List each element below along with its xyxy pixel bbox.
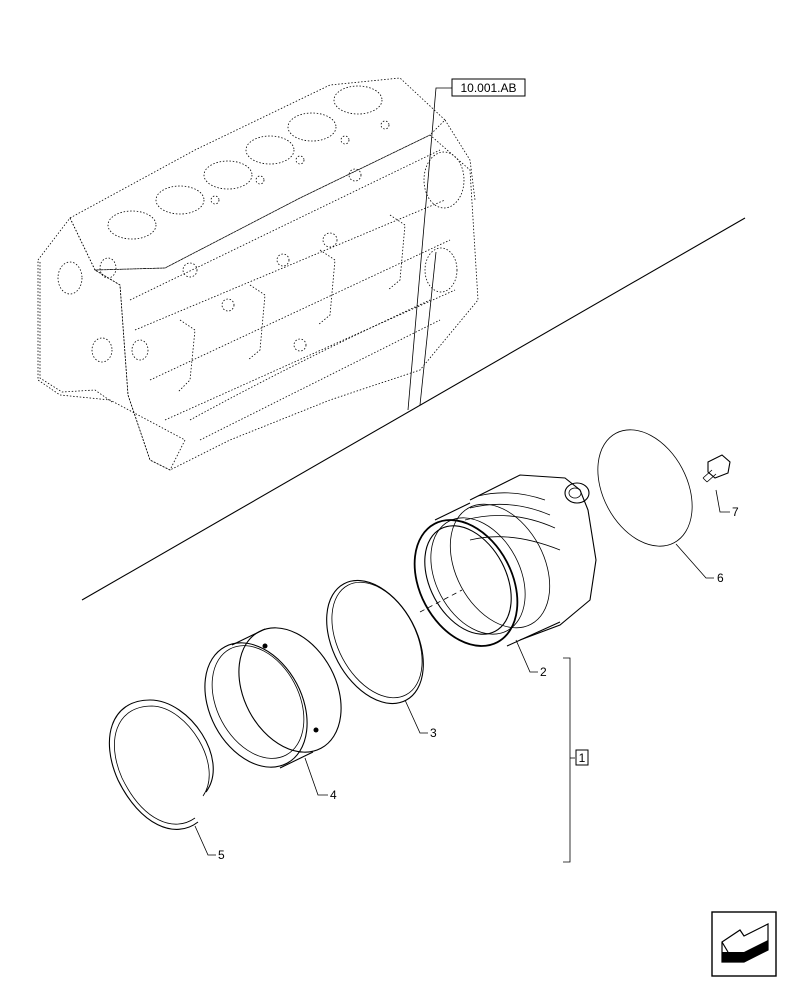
callout-2: 2 (540, 665, 547, 679)
part-4-sleeve (204, 627, 342, 769)
callout-4: 4 (330, 788, 337, 802)
separator-line (81, 217, 746, 601)
explode-axis (419, 589, 463, 613)
callout-1: 1 (579, 751, 586, 765)
part-6-gasket (597, 429, 693, 547)
engine-block (37, 77, 479, 471)
callout-7: 7 (732, 505, 739, 519)
callout-5: 5 (218, 848, 225, 862)
part-5-split-ring (108, 699, 214, 830)
part-3-o-ring (326, 579, 424, 705)
reference-label: 10.001.AB (460, 81, 516, 95)
leader-lines (194, 489, 730, 863)
part-2-seal-housing (413, 474, 597, 647)
reference-tag[interactable]: 10.001.AB (407, 78, 526, 411)
part-7-screw (702, 454, 731, 483)
callout-3: 3 (430, 726, 437, 740)
callout-1-box: 1 (575, 749, 589, 766)
callout-6: 6 (717, 571, 724, 585)
next-page-arrow-icon[interactable] (711, 911, 777, 977)
